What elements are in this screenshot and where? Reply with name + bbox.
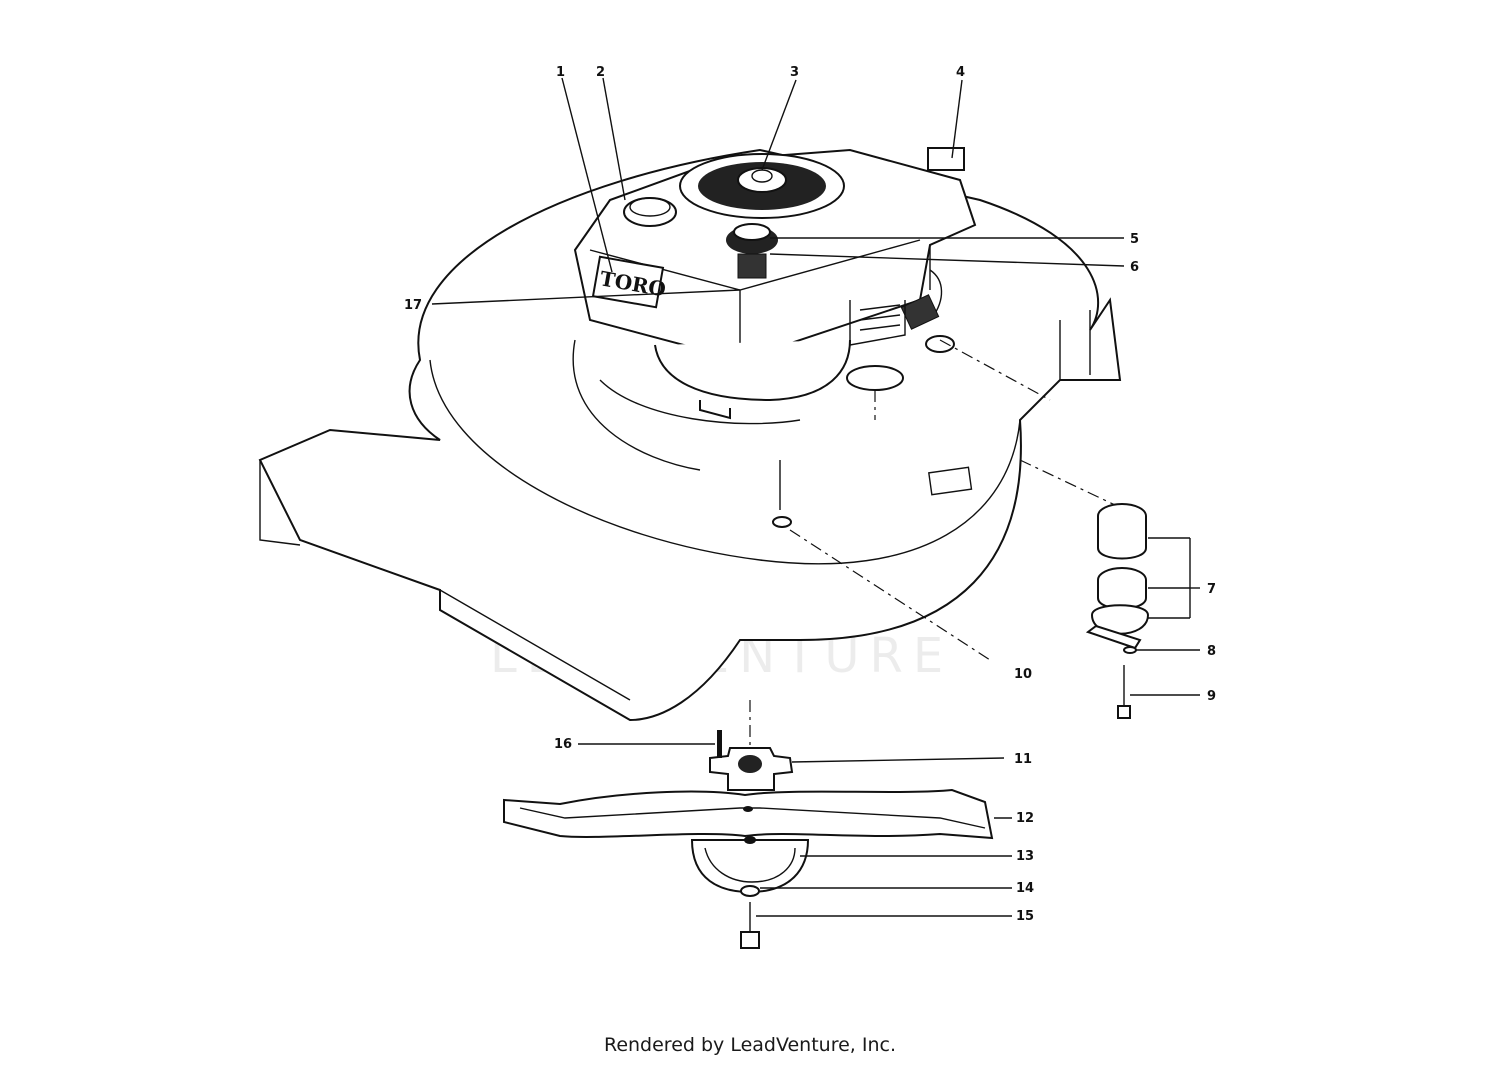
callout-labels: 1 2 3 4 5 6 7 8 9 10 11 12 13 14 15 16 1… xyxy=(404,65,1216,924)
callout-5: 5 xyxy=(1130,232,1139,247)
blade-bolt xyxy=(740,902,760,949)
callout-13: 13 xyxy=(1016,849,1034,864)
alignment-lines xyxy=(749,339,1116,748)
callout-1: 1 xyxy=(556,65,565,80)
callout-10: 10 xyxy=(1014,667,1032,682)
blade-adapter xyxy=(709,747,794,791)
callout-16: 16 xyxy=(554,737,572,752)
key-pin xyxy=(717,730,722,758)
washer xyxy=(740,885,760,897)
callout-12: 12 xyxy=(1016,811,1034,826)
deck-washer xyxy=(772,516,792,528)
blade-stiffener xyxy=(690,836,810,894)
callout-7: 7 xyxy=(1207,582,1216,597)
callout-3: 3 xyxy=(790,65,799,80)
callout-14: 14 xyxy=(1016,881,1034,896)
callout-6: 6 xyxy=(1130,260,1139,275)
footer-credit: Rendered by LeadVenture, Inc. xyxy=(603,1034,897,1056)
callout-9: 9 xyxy=(1207,689,1216,704)
blade xyxy=(503,788,994,840)
callout-11: 11 xyxy=(1014,752,1032,767)
leader-lines xyxy=(431,77,1200,917)
callout-2: 2 xyxy=(596,65,605,80)
callout-8: 8 xyxy=(1207,644,1216,659)
engine: TORO xyxy=(573,147,977,420)
isolator-mount-stack xyxy=(1085,503,1150,719)
callout-15: 15 xyxy=(1016,909,1034,924)
callout-4: 4 xyxy=(956,65,965,80)
callout-17: 17 xyxy=(404,298,422,313)
